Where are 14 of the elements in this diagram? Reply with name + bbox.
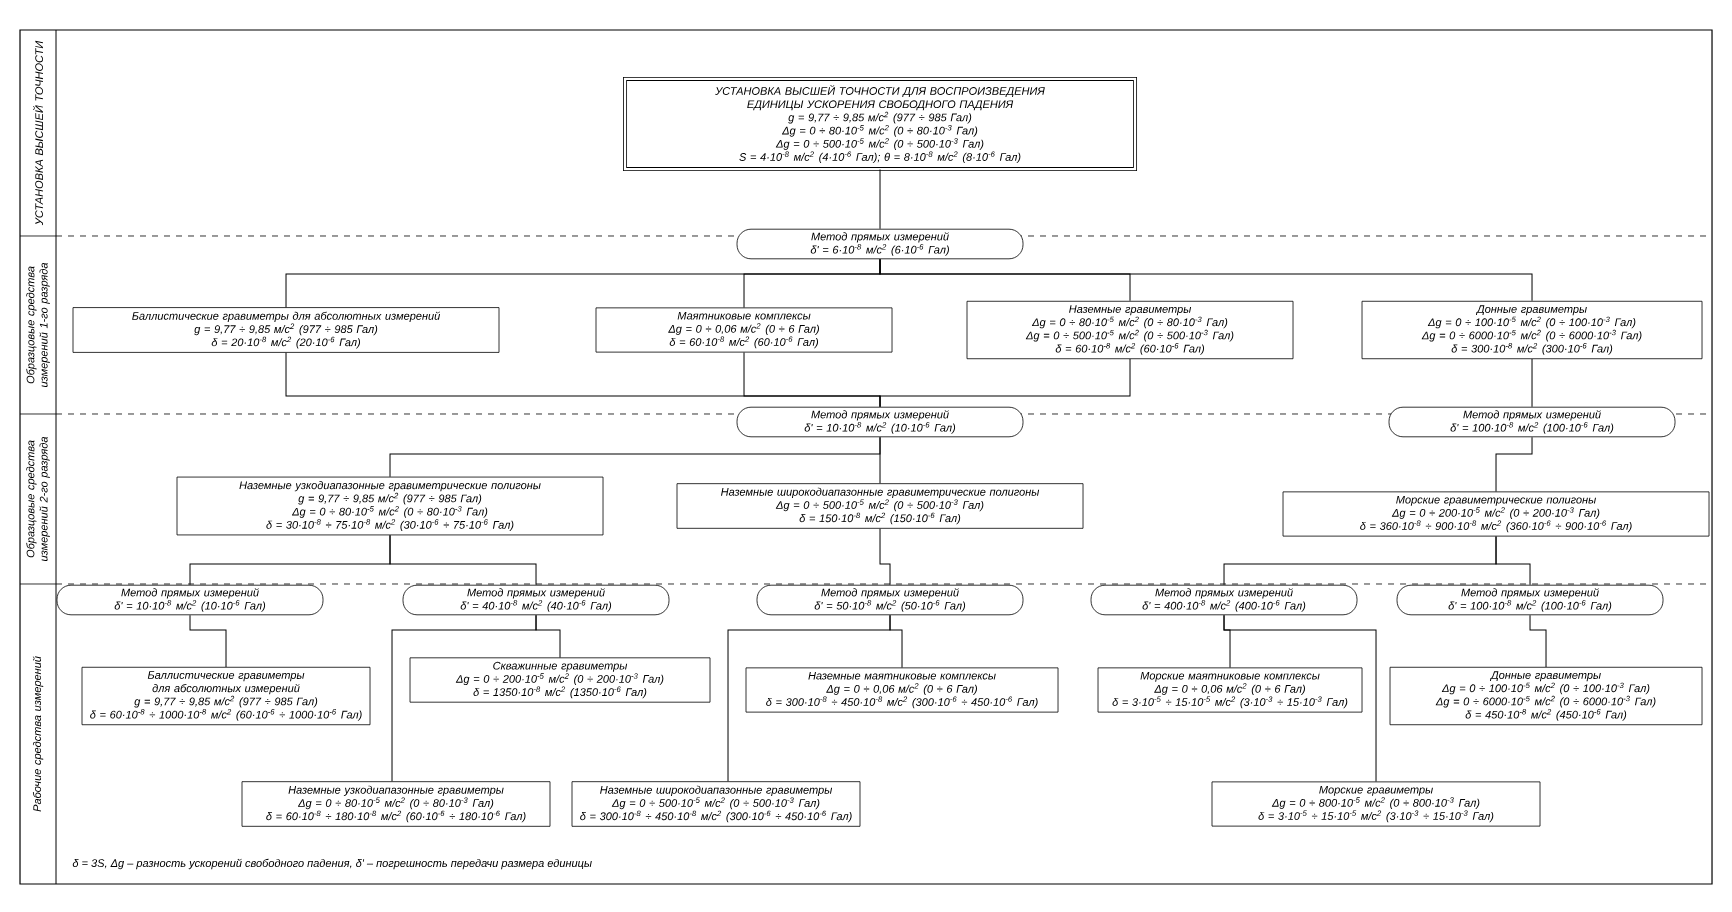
- connector: [879, 258, 1533, 302]
- connector: [1529, 614, 1547, 668]
- connector: [727, 614, 891, 782]
- connector: [389, 534, 537, 586]
- connector: [1531, 358, 1533, 408]
- connector: [189, 614, 227, 668]
- connector: [1223, 614, 1377, 782]
- connector: [391, 614, 537, 782]
- connector: [879, 358, 1131, 408]
- connector: [879, 436, 881, 484]
- connector: [1495, 536, 1531, 586]
- connector: [1495, 436, 1533, 492]
- connector: [879, 528, 891, 586]
- connector: [879, 169, 881, 230]
